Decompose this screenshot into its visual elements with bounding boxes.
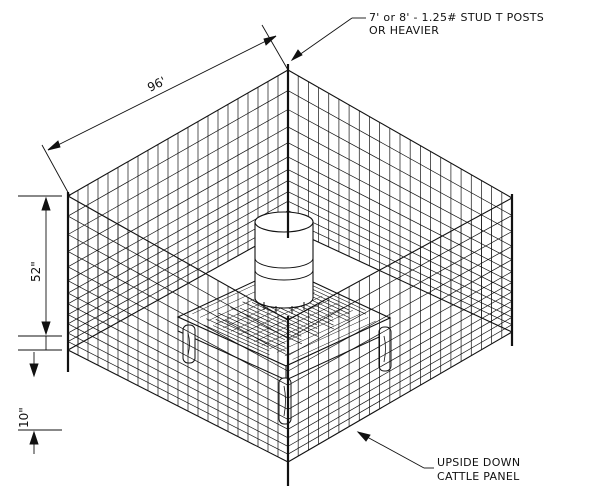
feeder-cylinder [254,211,314,314]
height-dimension-label: 52" [29,261,43,282]
t-posts [66,64,514,486]
front-fence-panels [67,195,513,463]
panel-line2: CATTLE PANEL [437,470,520,483]
ground-gap-dimension [18,352,62,454]
post-spec-line1: 7' or 8' - 1.25# STUD T POSTS [369,11,544,24]
feeder-platform [176,267,392,425]
panel-leader [356,431,434,469]
post-leader [290,17,366,62]
panel-line1: UPSIDE DOWN [437,456,520,469]
height-dimension [18,195,62,351]
post-spec-line2: OR HEAVIER [369,24,439,37]
width-dimension [41,24,289,197]
ground-gap-dimension-label: 10" [17,407,31,428]
